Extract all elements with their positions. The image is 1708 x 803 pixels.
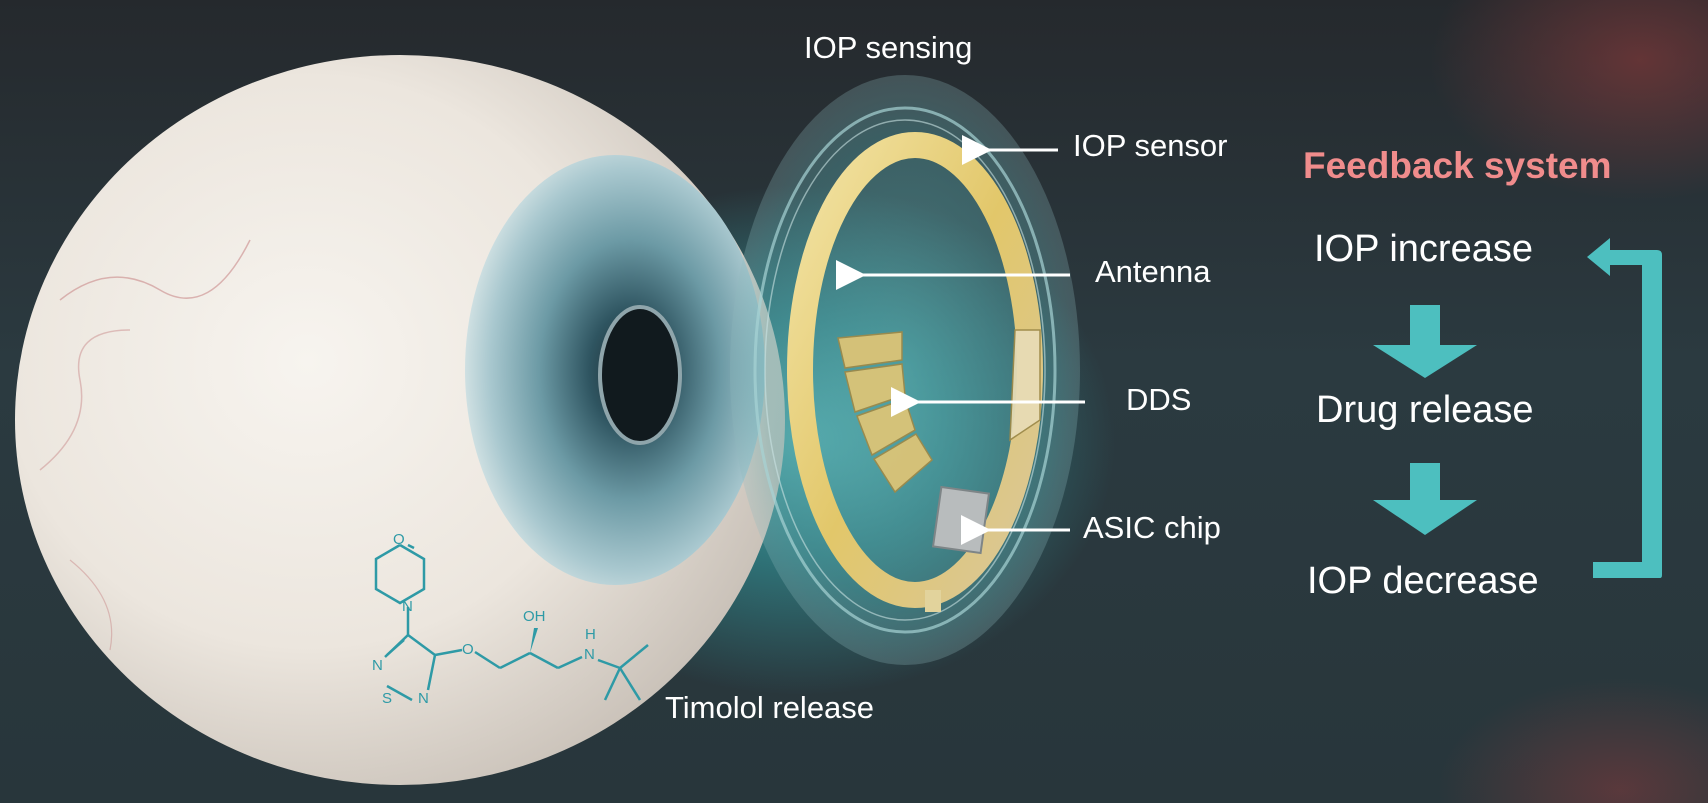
feedback-step-iop-decrease: IOP decrease [1307, 560, 1539, 602]
feedback-step-iop-increase: IOP increase [1314, 228, 1533, 270]
atom-n-bottom: N [418, 690, 429, 707]
feedback-step-drug-release: Drug release [1316, 389, 1534, 431]
eyeball [15, 55, 785, 785]
atom-o-ether: O [462, 641, 474, 658]
atom-nh-h: H [585, 626, 596, 643]
chip-pad [925, 590, 941, 612]
timolol-molecule-bonds [374, 543, 649, 702]
atom-s: S [382, 690, 393, 707]
label-iop-sensing: IOP sensing [804, 30, 973, 65]
label-iop-sensor: IOP sensor [1073, 128, 1228, 163]
down-arrow-2 [1373, 463, 1477, 535]
label-asic-chip: ASIC chip [1083, 510, 1221, 545]
label-dds: DDS [1126, 382, 1192, 417]
down-arrow-1 [1373, 305, 1477, 378]
atom-nh-n: N [584, 646, 595, 663]
callout-arrows [836, 135, 1085, 545]
atom-oh: OH [523, 608, 546, 625]
atom-n-left: N [372, 657, 383, 674]
loop-back-arrow [1587, 238, 1662, 578]
feedback-arrows [1373, 238, 1662, 578]
label-antenna: Antenna [1095, 254, 1211, 289]
feedback-title: Feedback system [1303, 145, 1612, 186]
wedge-bond [530, 628, 538, 653]
asic-chip [931, 485, 991, 555]
smart-contact-lens [730, 75, 1080, 665]
atom-n-ring: N [402, 598, 413, 615]
atom-o-ring: O [393, 531, 405, 548]
label-timolol-release: Timolol release [665, 690, 875, 725]
